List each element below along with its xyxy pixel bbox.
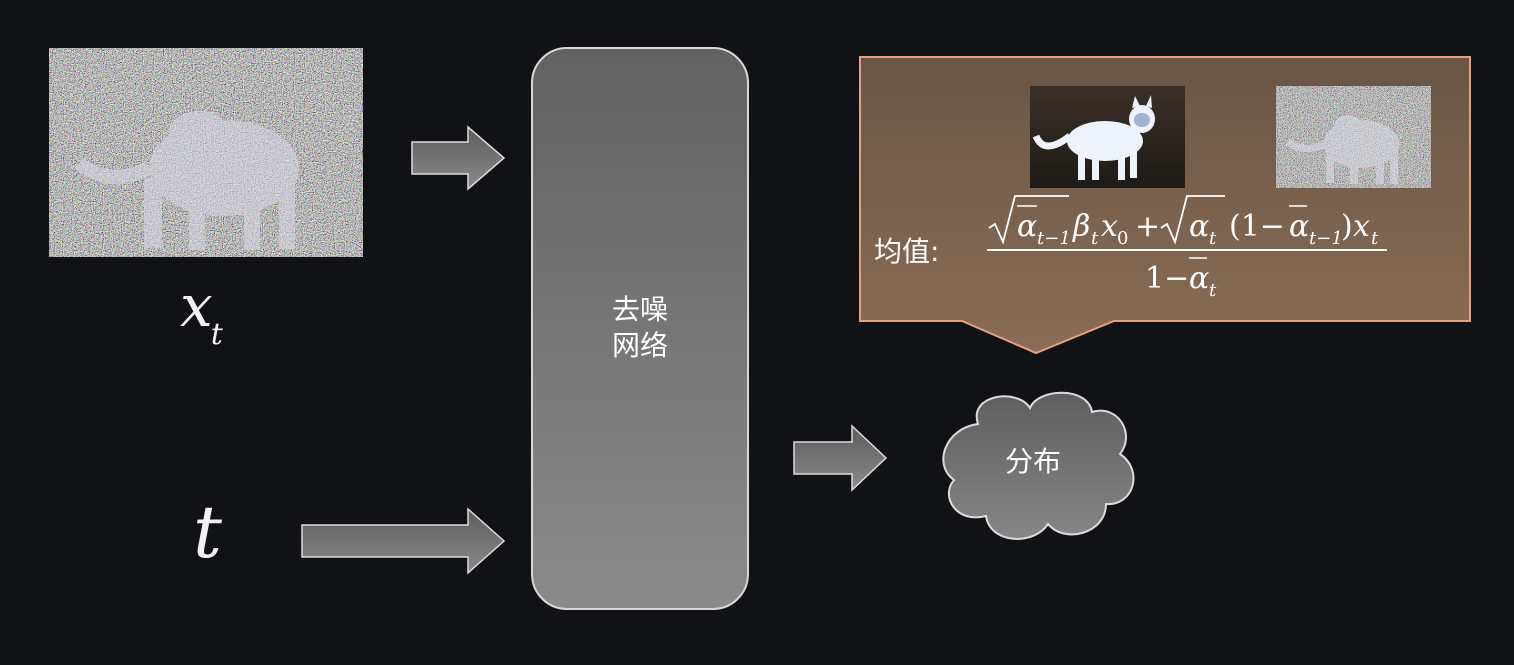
svg-text:x: x [1101,209,1118,244]
distribution-label: 分布 [1004,445,1061,478]
svg-text:+: + [1135,209,1160,244]
distribution-cloud [942,391,1135,540]
svg-text:x: x [1353,209,1370,244]
svg-text:α: α [1189,261,1209,296]
noisy-cat-image [1276,86,1431,188]
mean-label: 均值: [874,235,940,268]
arrow-network-to-distribution [793,424,888,492]
formula-sub-xt: t [1371,228,1379,249]
noisy-cat-image-xt [49,48,363,257]
timestep-label: t [193,490,222,574]
formula-den-one-minus: 1− [1145,261,1189,296]
input-label-sub: t [210,317,223,352]
formula-den-sub: t [1209,280,1217,300]
svg-text:α: α [1189,209,1209,244]
clean-cat-image [1030,86,1185,188]
denoising-network-label: 去噪 网络 [531,292,749,364]
formula-sub-alpha-bar-prev: t−1 [1037,228,1071,249]
network-label-line2: 网络 [611,329,668,362]
posterior-mean-formula: α t−1 β t x 0 + α t (1− α t−1 ) x t 1− α… [987,195,1387,300]
svg-text:α: α [1017,209,1037,244]
formula-sub-beta: t [1091,228,1099,249]
denoising-network-box [531,47,749,610]
arrow-image-to-network [411,125,506,191]
input-label-xt: xt [180,272,225,352]
formula-one-minus: (1− [1229,209,1285,244]
svg-text:β: β [1072,209,1090,244]
network-label-line1: 去噪 [611,293,668,326]
input-label-var: x [180,272,213,340]
formula-sub-alpha-t: t [1209,228,1217,249]
formula-close-paren: ) [1341,209,1353,244]
svg-text:α: α [1289,209,1309,244]
formula-sub-x0: 0 [1117,228,1128,249]
arrow-timestep-to-network [301,507,506,575]
formula-sub-alpha-bar-prev-2: t−1 [1309,228,1343,249]
